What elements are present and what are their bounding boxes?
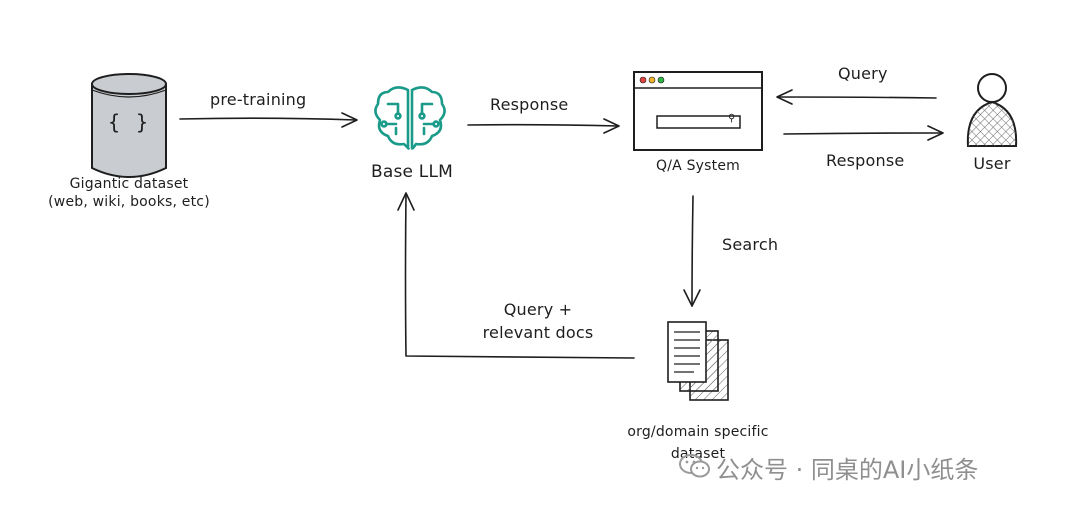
brain-icon	[374, 86, 446, 150]
arrow-docs-to-llm	[397, 192, 635, 359]
arrow-user-to-qa	[776, 89, 937, 105]
arrow-search	[683, 195, 701, 307]
arrow-llm-to-qa	[467, 118, 620, 134]
response-llm-label: Response	[490, 95, 569, 114]
pretraining-label: pre-training	[210, 90, 307, 109]
documents-icon	[667, 321, 729, 401]
arrow-qa-to-user	[783, 125, 944, 141]
dataset-label-line1: Gigantic dataset	[69, 176, 189, 192]
query-docs-label-line2: relevant docs	[482, 323, 594, 342]
search-label: Search	[722, 235, 779, 254]
docs-label-line1: org/domain specific	[627, 424, 769, 440]
search-icon: ⚲	[728, 113, 736, 124]
qa-label: Q/A System	[656, 158, 740, 174]
watermark-text: 公众号 · 同桌的AI小纸条	[716, 456, 979, 484]
arrow-pretraining	[179, 112, 358, 128]
qa-window-icon	[633, 71, 763, 151]
query-docs-label-line1: Query +	[503, 300, 573, 319]
response-user-label: Response	[826, 151, 905, 170]
database-icon	[91, 73, 167, 178]
query-user-label: Query	[838, 64, 888, 83]
user-icon	[966, 73, 1018, 147]
user-label: User	[973, 154, 1011, 173]
wechat-icon	[679, 454, 710, 478]
llm-label: Base LLM	[370, 162, 454, 182]
dataset-label-line2: (web, wiki, books, etc)	[48, 194, 210, 210]
database-icon-label: { }	[107, 110, 151, 134]
